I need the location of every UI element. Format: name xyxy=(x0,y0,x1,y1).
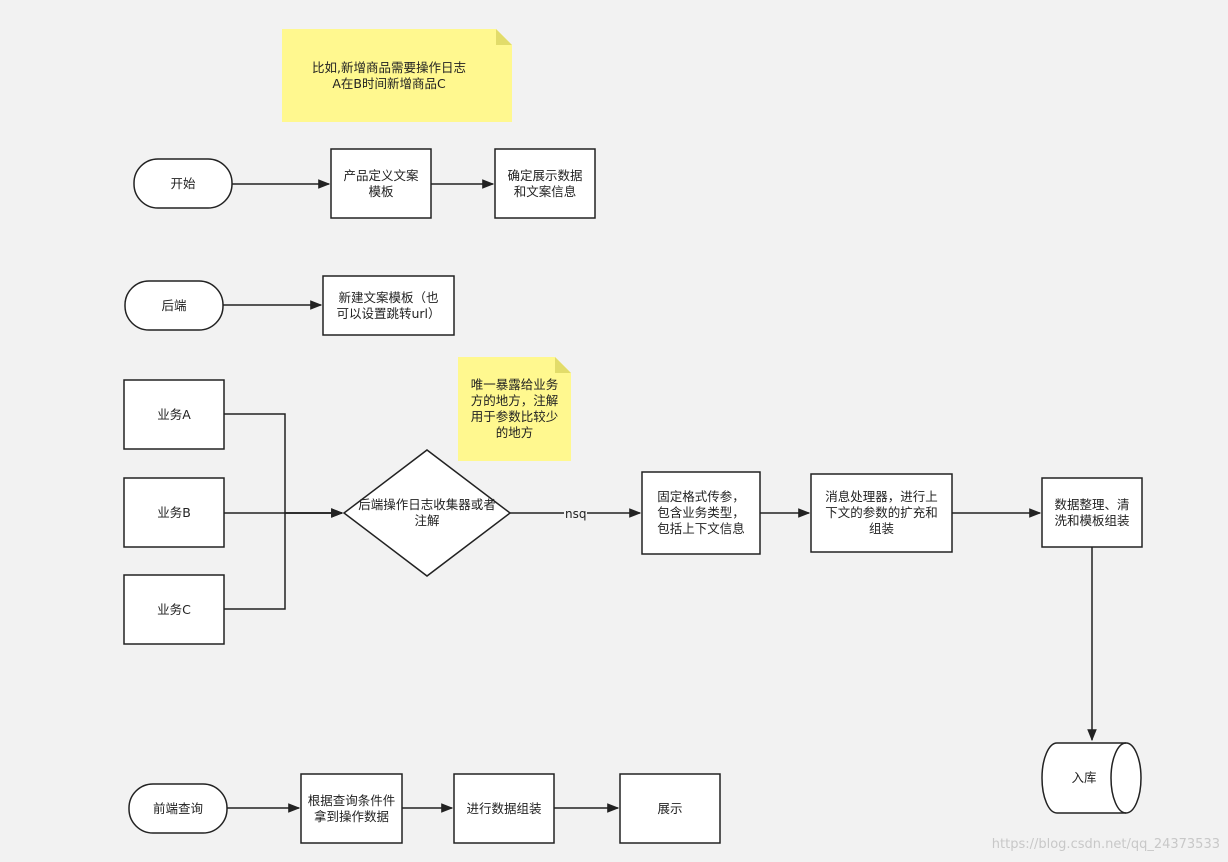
node-biz-a-shape xyxy=(123,379,225,450)
edge-biz-a-to-collector xyxy=(224,413,344,518)
node-fixed-format-shape xyxy=(641,471,761,555)
node-query-by-condition-shape xyxy=(300,773,403,844)
node-new-template-shape xyxy=(322,275,455,336)
node-product-template-shape xyxy=(330,148,432,219)
watermark-text: https://blog.csdn.net/qq_24373533 xyxy=(991,837,1220,852)
node-msg-processor-shape xyxy=(810,473,953,553)
node-data-cleanup-shape xyxy=(1041,477,1143,548)
edge-biz-c-to-collector xyxy=(224,508,344,610)
node-biz-b-shape xyxy=(123,477,225,548)
node-display-shape xyxy=(619,773,721,844)
node-frontend-query-shape xyxy=(128,783,228,834)
node-confirm-display-shape xyxy=(494,148,596,219)
edge-label-nsq: nsq xyxy=(564,507,588,521)
node-storage-shape xyxy=(1041,742,1142,814)
node-collector-shape xyxy=(342,449,512,577)
node-start-shape xyxy=(133,158,233,209)
note-only-exposure xyxy=(458,357,571,461)
node-backend-shape xyxy=(124,280,224,331)
node-biz-c-shape xyxy=(123,574,225,645)
node-assemble-shape xyxy=(453,773,555,844)
note-example xyxy=(282,29,512,122)
